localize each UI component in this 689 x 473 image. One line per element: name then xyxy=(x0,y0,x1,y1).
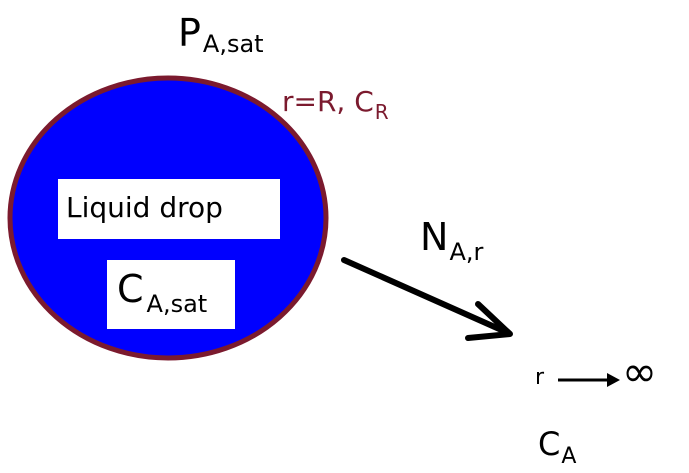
surface-condition-label: r=R, CR xyxy=(282,85,389,123)
bulk-concentration-subscript: A xyxy=(561,444,577,469)
flux-arrow-shaft xyxy=(341,257,509,335)
radius-arrow xyxy=(558,373,620,387)
bulk-concentration-label: CA xyxy=(538,425,576,468)
radius-label: r xyxy=(535,365,545,390)
saturation-concentration-subscript: A,sat xyxy=(146,290,208,318)
liquid-drop-label-box: Liquid drop xyxy=(58,179,280,239)
infinity-symbol: ∞ xyxy=(622,347,657,396)
surface-condition-text: r=R, C xyxy=(282,85,374,118)
vapor-pressure-subscript: A,sat xyxy=(202,30,264,58)
molar-flux-label: NA,r xyxy=(420,215,483,264)
vapor-pressure-label: PA,sat xyxy=(178,11,264,56)
molar-flux-subscript: A,r xyxy=(449,238,484,266)
flux-arrow-head xyxy=(465,301,513,341)
surface-condition-subscript: R xyxy=(374,100,389,124)
bulk-concentration-symbol: C xyxy=(538,425,561,463)
saturation-concentration-symbol: C xyxy=(117,267,144,311)
flux-arrow xyxy=(341,257,513,341)
molar-flux-symbol: N xyxy=(420,215,449,259)
vapor-pressure-symbol: P xyxy=(178,11,201,55)
liquid-drop-label: Liquid drop xyxy=(66,191,223,224)
radius-arrow-head xyxy=(607,373,620,387)
